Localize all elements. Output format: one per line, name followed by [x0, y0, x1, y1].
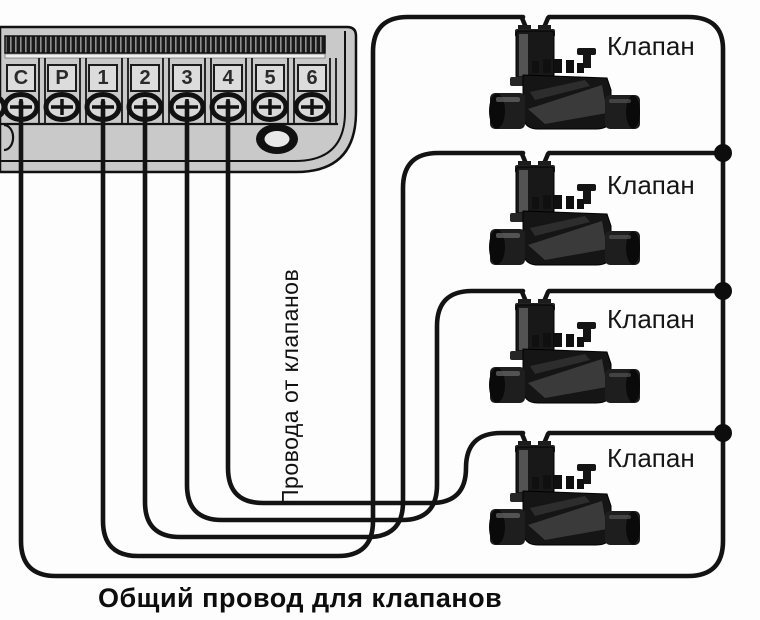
terminal-label-2: 2: [130, 64, 160, 92]
terminal-label-1: 1: [88, 64, 118, 92]
valve-label-4: Клапан: [607, 443, 695, 473]
junction-dot: [714, 144, 732, 162]
wire-terminal-2: [142, 99, 526, 540]
ridge-bar-base: [4, 53, 326, 59]
wire-terminal-4: [225, 99, 526, 506]
valve-label-3: Клапан: [607, 304, 695, 334]
terminal-label-5: 5: [255, 64, 285, 92]
terminal-label-3: 3: [172, 64, 202, 92]
junction-dots: [714, 144, 732, 442]
wire-terminal-3: [184, 99, 526, 523]
cable-grommet-hole: [256, 124, 298, 154]
terminal-label-c: C: [6, 64, 36, 92]
terminal-screw-5: [251, 92, 289, 122]
left-edge-notch: [3, 123, 15, 152]
controller-inner-edge: [0, 31, 346, 162]
vent-ridge-bar: [4, 35, 326, 54]
terminal-screw-6: [293, 92, 331, 122]
valve-label-2: Клапан: [607, 170, 695, 200]
common-wire: [18, 14, 726, 579]
controller-box: [0, 25, 358, 174]
junction-dot: [714, 282, 732, 300]
terminal-label-4: 4: [213, 64, 243, 92]
terminal-label-6: 6: [297, 64, 327, 92]
terminal-screw-cut: [0, 95, 7, 119]
wires-from-valves-annotation: Провода от клапанов: [277, 268, 303, 506]
terminal-label-p: P: [47, 64, 77, 92]
wires: [18, 14, 726, 579]
valve-label-1: Клапан: [607, 31, 695, 61]
terminal-screw-p: [43, 92, 81, 122]
junction-dot: [714, 424, 732, 442]
wire-terminal-1: [100, 14, 526, 559]
common-wire-annotation: Общий провод для клапанов: [98, 583, 503, 613]
